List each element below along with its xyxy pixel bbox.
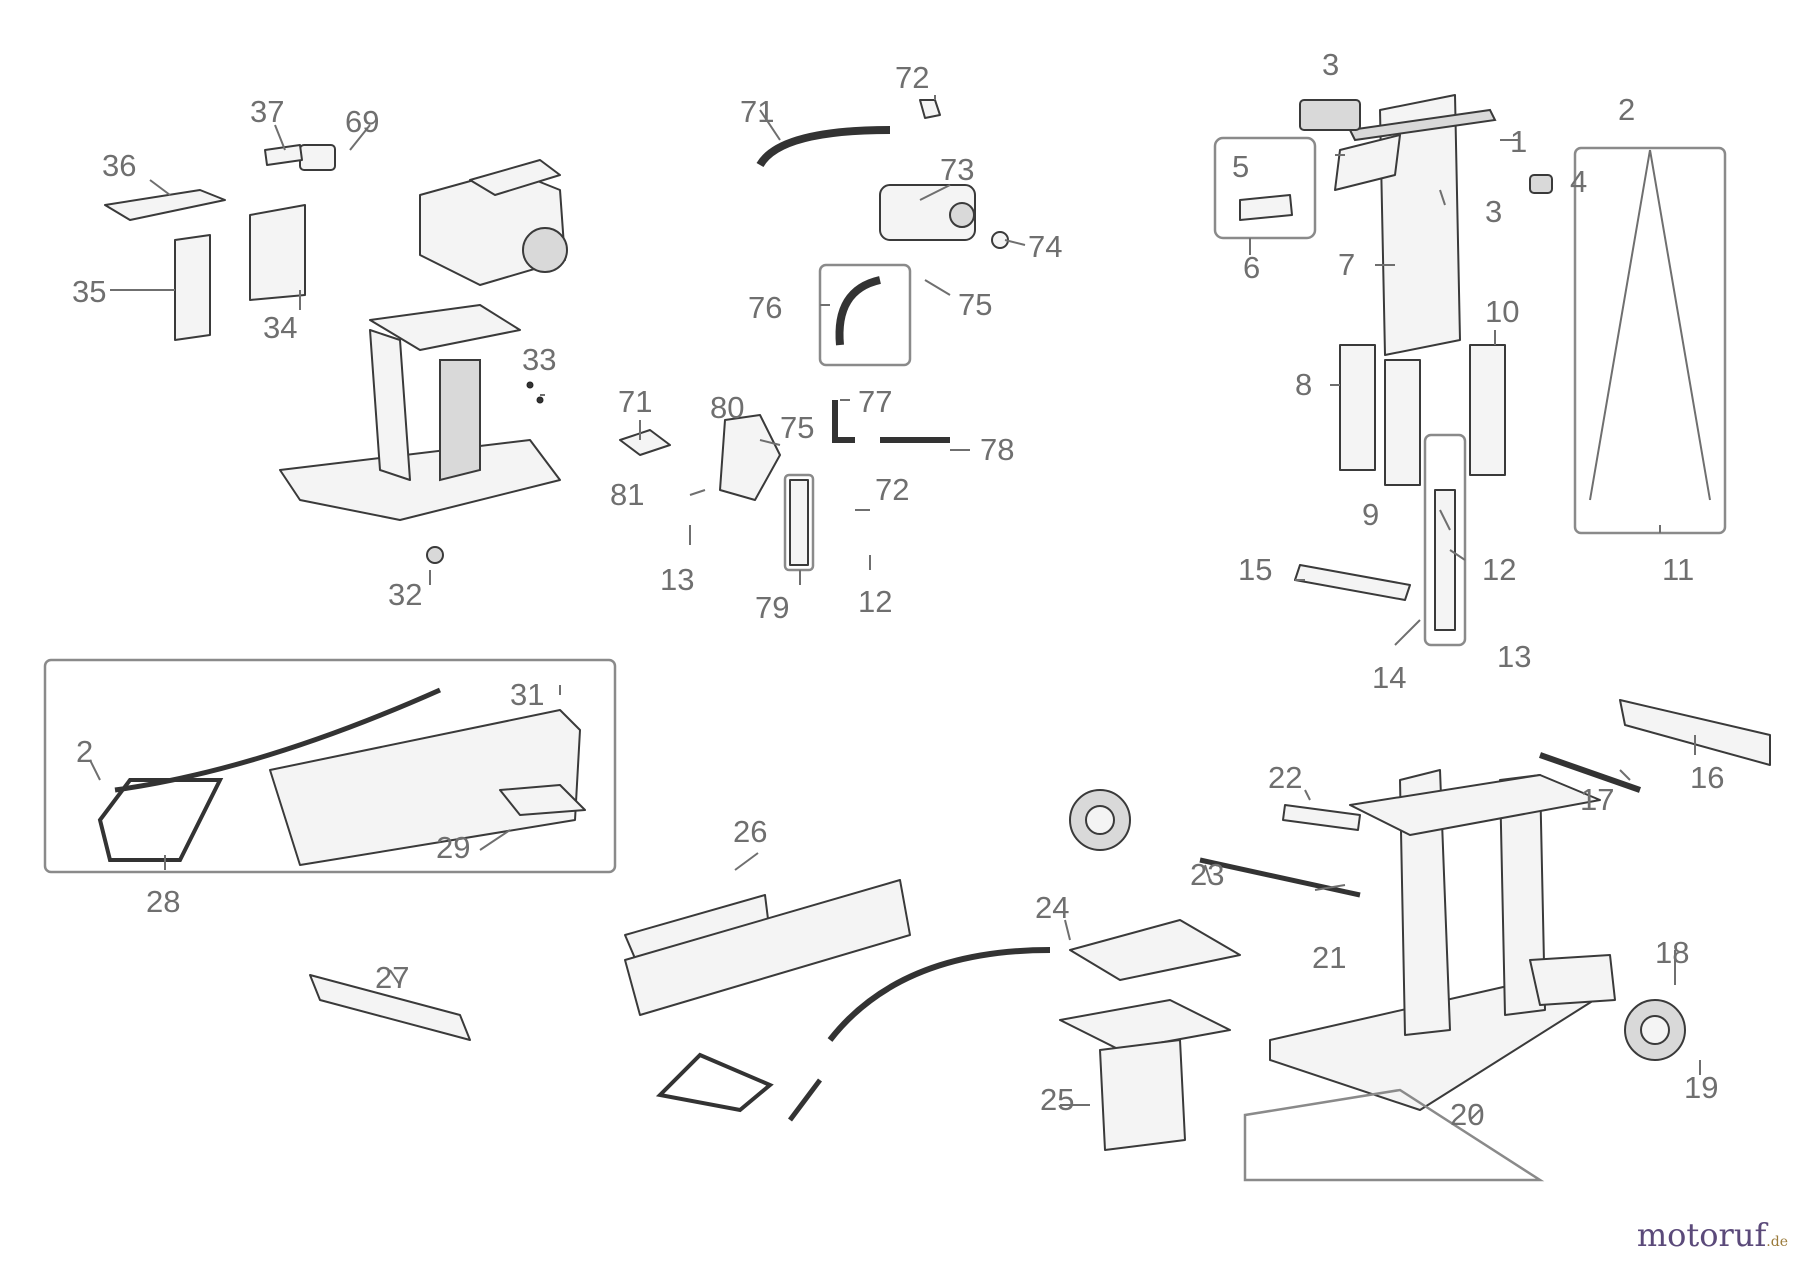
callout-72-lower: 72	[875, 472, 909, 507]
callout-34: 34	[263, 310, 297, 345]
callout-73: 73	[940, 152, 974, 187]
callout-16: 16	[1690, 760, 1724, 795]
callout-32: 32	[388, 577, 422, 612]
callout-31: 31	[510, 677, 544, 712]
callout-27: 27	[375, 960, 409, 995]
callout-74: 74	[1028, 229, 1062, 264]
callout-labels: 1 2 3 4 5 6 7 8 9 10 11 12 13 14 15 16 1…	[72, 47, 1724, 1132]
callout-8: 8	[1295, 367, 1312, 402]
callout-81: 81	[610, 477, 644, 512]
callout-23: 23	[1190, 857, 1224, 892]
callout-6: 6	[1243, 250, 1260, 285]
callout-18: 18	[1655, 935, 1689, 970]
callout-33: 33	[522, 342, 556, 377]
hydraulic-group	[619, 99, 1009, 572]
motor-group	[104, 144, 568, 564]
callout-75: 75	[958, 287, 992, 322]
callout-35: 35	[72, 274, 106, 309]
callout-11: 11	[1662, 552, 1694, 587]
leader-lines	[89, 95, 1701, 1121]
callout-77: 77	[858, 384, 892, 419]
callout-71-lower: 71	[618, 384, 652, 419]
callout-7: 7	[1338, 247, 1355, 282]
callout-26: 26	[733, 814, 767, 849]
callout-22: 22	[1268, 760, 1302, 795]
callout-13: 13	[1497, 639, 1531, 674]
callout-72: 72	[895, 60, 929, 95]
callout-25: 25	[1040, 1082, 1074, 1117]
callout-76: 76	[748, 290, 782, 325]
table-group	[97, 687, 1051, 1122]
watermark: motoruf.de	[1636, 1216, 1788, 1254]
callout-3-lower: 3	[1485, 194, 1502, 229]
callout-19: 19	[1684, 1070, 1718, 1105]
callout-4: 4	[1570, 164, 1587, 199]
table-assembly-box	[43, 658, 617, 874]
callout-21: 21	[1312, 940, 1346, 975]
callout-78: 78	[980, 432, 1014, 467]
callout-29: 29	[436, 830, 470, 865]
callout-2-table: 2	[76, 734, 93, 769]
callout-28: 28	[146, 884, 180, 919]
callout-12: 12	[1482, 552, 1516, 587]
callout-15: 15	[1238, 552, 1272, 587]
callout-71: 71	[740, 94, 774, 129]
callout-10: 10	[1485, 294, 1519, 329]
callout-5: 5	[1232, 149, 1249, 184]
callout-12-lower: 12	[858, 584, 892, 619]
callout-75-lower: 75	[780, 410, 814, 445]
callout-69: 69	[345, 104, 379, 139]
callout-13-lower: 13	[660, 562, 694, 597]
callout-20: 20	[1450, 1097, 1484, 1132]
callout-80: 80	[710, 390, 744, 425]
callout-3: 3	[1322, 47, 1339, 82]
callout-79: 79	[755, 590, 789, 625]
callout-24: 24	[1035, 890, 1069, 925]
callout-37: 37	[250, 94, 284, 129]
callout-2: 2	[1618, 92, 1635, 127]
column-group	[1213, 94, 1727, 647]
callout-9: 9	[1362, 497, 1379, 532]
base-group	[1059, 699, 1771, 1182]
callout-17: 17	[1580, 782, 1614, 817]
callout-1: 1	[1510, 124, 1527, 159]
callout-14: 14	[1372, 660, 1406, 695]
callout-36: 36	[102, 148, 136, 183]
